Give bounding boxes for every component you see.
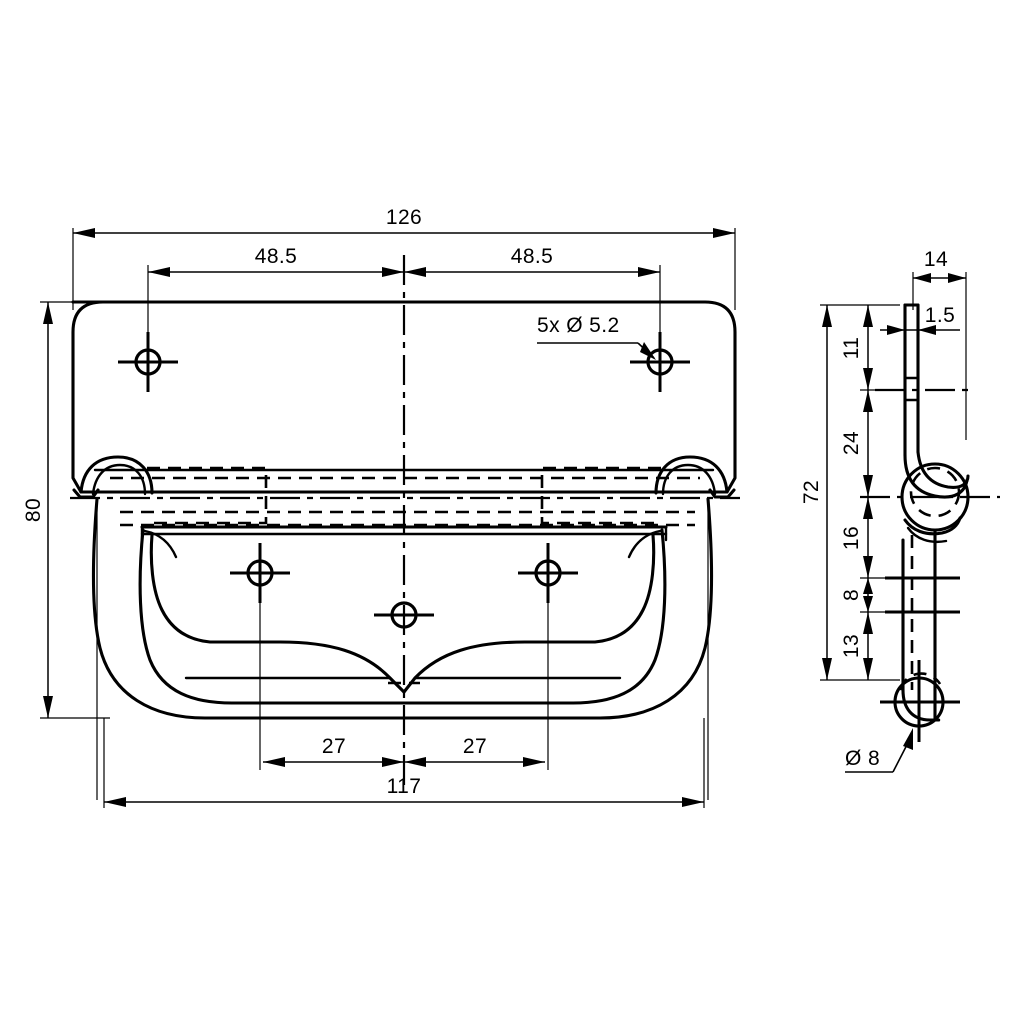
dimension-chain-side: 11 24 16 8 13	[840, 305, 900, 680]
side-hinge-lower-curl	[903, 516, 962, 536]
bow-hole-right	[518, 543, 578, 603]
hinge-knuckle-left-inner	[91, 463, 147, 496]
hidden-pocket-left	[147, 466, 268, 525]
callout-label-5x-dia-5-2: 5x Ø 5.2	[537, 314, 620, 337]
callout-label-dia-8: Ø 8	[845, 747, 880, 770]
dimension-bow-width-117: 117	[103, 718, 705, 808]
bow-inner-contour	[138, 528, 667, 705]
bow-hole-left	[230, 543, 290, 603]
bow-relief-left	[149, 533, 406, 694]
dim-label-13: 13	[840, 634, 863, 658]
side-hinge-curl-inner	[916, 450, 970, 489]
dim-label-8: 8	[840, 589, 863, 601]
dim-label-72: 72	[800, 480, 823, 504]
dimension-side-height-72: 72	[800, 304, 900, 681]
dimension-overall-width-126: 126	[72, 206, 736, 310]
plate-hole-right	[630, 332, 690, 392]
dimension-bow-hole-left-27: 27	[263, 735, 404, 767]
side-bow-bottom-round	[901, 688, 941, 722]
dim-label-80: 80	[22, 498, 45, 522]
side-hinge-lower-curl-inner	[906, 526, 948, 543]
mounting-plate-outline	[71, 300, 737, 494]
dimension-bow-hole-right-27: 27	[404, 735, 545, 767]
dimension-hole-spacing-right-48-5: 48.5	[404, 245, 661, 335]
callout-hole-diameter: 5x Ø 5.2	[537, 314, 656, 360]
bow-hinge-tail-left	[143, 529, 178, 559]
dim-label-14: 14	[924, 248, 948, 271]
dim-label-27-left: 27	[322, 735, 346, 758]
dim-label-11: 11	[840, 337, 863, 360]
hinge-knuckle-left-outer	[79, 455, 154, 495]
hinge-knuckle-right-outer	[654, 455, 729, 495]
callout-pivot-hole-diameter: Ø 8	[845, 728, 913, 773]
dimension-hole-spacing-left-48-5: 48.5	[147, 245, 404, 335]
dimension-thickness-1-5: 1.5	[880, 304, 960, 335]
dim-label-117: 117	[387, 775, 422, 798]
front-view: 126 48.5 48.5 5x Ø 5.2	[22, 206, 740, 808]
bow-outer-contour	[92, 497, 713, 720]
hinge-knuckle-right-inner	[661, 463, 717, 496]
dim-label-48-5-left: 48.5	[255, 245, 297, 268]
bow-hinge-tail-right	[627, 529, 662, 559]
dim-label-48-5-right: 48.5	[511, 245, 553, 268]
side-view: 14 1.5 72 11 24	[800, 248, 1000, 773]
dim-label-27-right: 27	[463, 735, 487, 758]
plate-hole-left	[118, 332, 178, 392]
side-hinge-eye-hidden	[909, 466, 961, 518]
dimension-overall-height-80: 80	[22, 301, 110, 719]
dimension-side-depth-14: 14	[912, 248, 967, 440]
dim-label-16: 16	[840, 526, 863, 550]
dim-label-126: 126	[386, 206, 422, 229]
hidden-pocket-right	[540, 466, 661, 525]
bow-hole-center	[374, 601, 434, 629]
bow-relief-right	[402, 533, 656, 694]
dim-label-24: 24	[840, 431, 863, 455]
dim-label-1-5: 1.5	[925, 304, 955, 327]
